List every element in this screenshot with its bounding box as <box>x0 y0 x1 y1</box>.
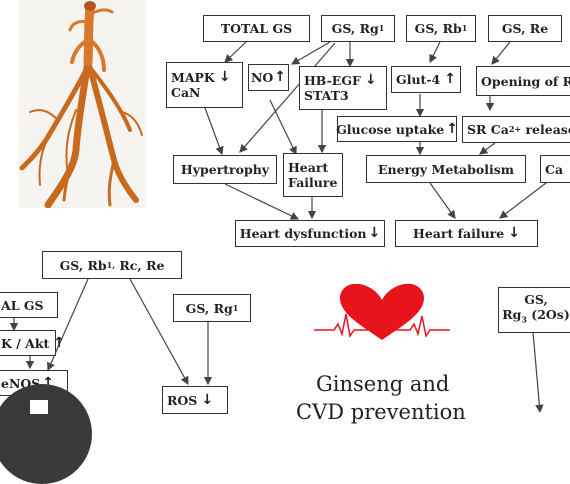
al-gs-box: AL GS <box>0 292 58 318</box>
mapk-can-box: MAPK ↓ CaN <box>166 62 243 108</box>
sr-ca-label: SR Ca <box>467 122 509 137</box>
up-arrow-icon: ↑ <box>42 374 55 391</box>
ros-box: ROS↓ <box>162 386 228 414</box>
heart-dysfunction-label: Heart dysfunction <box>239 226 367 241</box>
gs-rg3-label-2: Rg <box>502 307 522 323</box>
mapk-label: MAPK <box>171 70 215 85</box>
gs-rg1-subscript: 1 <box>378 23 385 33</box>
al-gs-label: AL GS <box>1 297 44 313</box>
stat3-label: STAT3 <box>304 88 349 103</box>
down-arrow-icon: ↓ <box>218 69 231 85</box>
ginseng-root-image <box>18 0 146 209</box>
heart-failure-out-label: Heart failure <box>413 226 505 241</box>
ca-label: Ca <box>545 161 564 177</box>
opening-label: Opening of R <box>481 73 570 89</box>
glucose-uptake-label: Glucose uptake <box>336 121 445 137</box>
down-arrow-icon: ↓ <box>368 225 381 241</box>
heart-failure-label-2: Failure <box>288 175 338 190</box>
total-gs-label: TOTAL GS <box>220 21 293 36</box>
up-arrow-icon: ↑ <box>444 71 456 87</box>
gs-rg3-box: GS, Rg3 (2Os) <box>498 287 570 333</box>
glut4-label: Glut-4 <box>396 72 441 87</box>
sr-ca-release-label: release <box>525 122 570 137</box>
sr-ca-release-box: SR Ca2+ release <box>462 116 570 143</box>
ros-label: ROS <box>167 392 198 408</box>
up-arrow-icon: ↑ <box>274 69 287 85</box>
connector-arrows <box>9 40 551 412</box>
gs-rb1-rc-re-label-tail: Rc, Re <box>115 257 165 273</box>
energy-metabolism-label: Energy Metabolism <box>377 161 514 177</box>
ca-box: Ca <box>540 155 570 183</box>
glut4-box: Glut-4↑ <box>391 66 461 93</box>
opening-box: Opening of R <box>476 66 570 96</box>
heart-failure-out-box: Heart failure↓ <box>395 220 538 247</box>
gs-re-box: GS, Re <box>488 15 562 42</box>
caption-line-2: CVD prevention <box>296 400 466 424</box>
hypertrophy-box: Hypertrophy <box>173 155 277 184</box>
energy-metabolism-box: Energy Metabolism <box>366 155 526 183</box>
down-arrow-icon: ↓ <box>201 391 214 408</box>
no-box: NO↑ <box>248 64 289 91</box>
glucose-uptake-box: Glucose uptake↑ <box>336 116 458 142</box>
gs-rb1-rc-re-subscript: 1, <box>106 259 116 270</box>
hypertrophy-label: Hypertrophy <box>180 162 270 177</box>
hbegf-label: HB-EGF <box>304 73 361 88</box>
gs-rb1-rc-re-label: GS, Rb <box>59 257 107 273</box>
heart-failure-label-1: Heart <box>288 160 329 175</box>
gs-rb1-label: GS, Rb <box>414 21 462 36</box>
up-arrow-icon: ↑ <box>446 120 458 137</box>
gs-rg1-lower-subscript: 1 <box>232 302 239 313</box>
corner-overlay-mark <box>30 400 48 414</box>
gs-rb1-subscript: 1 <box>461 23 468 33</box>
gs-rg1-lower-label: GS, Rg <box>185 300 233 316</box>
heart-failure-box: Heart Failure <box>283 153 343 197</box>
gs-rg3-label-1: GS, <box>524 292 548 308</box>
up-arrow-icon: ↑ <box>53 334 66 351</box>
total-gs-box: TOTAL GS <box>203 15 310 42</box>
can-label: CaN <box>171 85 201 100</box>
down-arrow-icon: ↓ <box>364 72 377 88</box>
caption-line-1: Ginseng and <box>316 372 450 396</box>
akt-label: K / Akt <box>1 335 50 351</box>
akt-box: K / Akt↑ <box>0 330 65 356</box>
gs-re-label: GS, Re <box>501 21 549 36</box>
hbegf-stat3-box: HB-EGF ↓ STAT3 <box>299 66 387 110</box>
heart-ecg-icon <box>314 284 450 340</box>
gs-rg3-label-tail: (2Os) <box>526 307 570 323</box>
heart-dysfunction-box: Heart dysfunction↓ <box>235 220 385 247</box>
ginseng-root-icon <box>19 1 143 209</box>
sr-ca-superscript: 2+ <box>508 124 522 134</box>
gs-rg3-subscript: 3 <box>521 314 527 325</box>
no-label: NO <box>250 70 274 85</box>
corner-overlay-circle <box>0 384 92 484</box>
down-arrow-icon: ↓ <box>508 225 520 241</box>
gs-rg1-label: GS, Rg <box>331 21 379 36</box>
